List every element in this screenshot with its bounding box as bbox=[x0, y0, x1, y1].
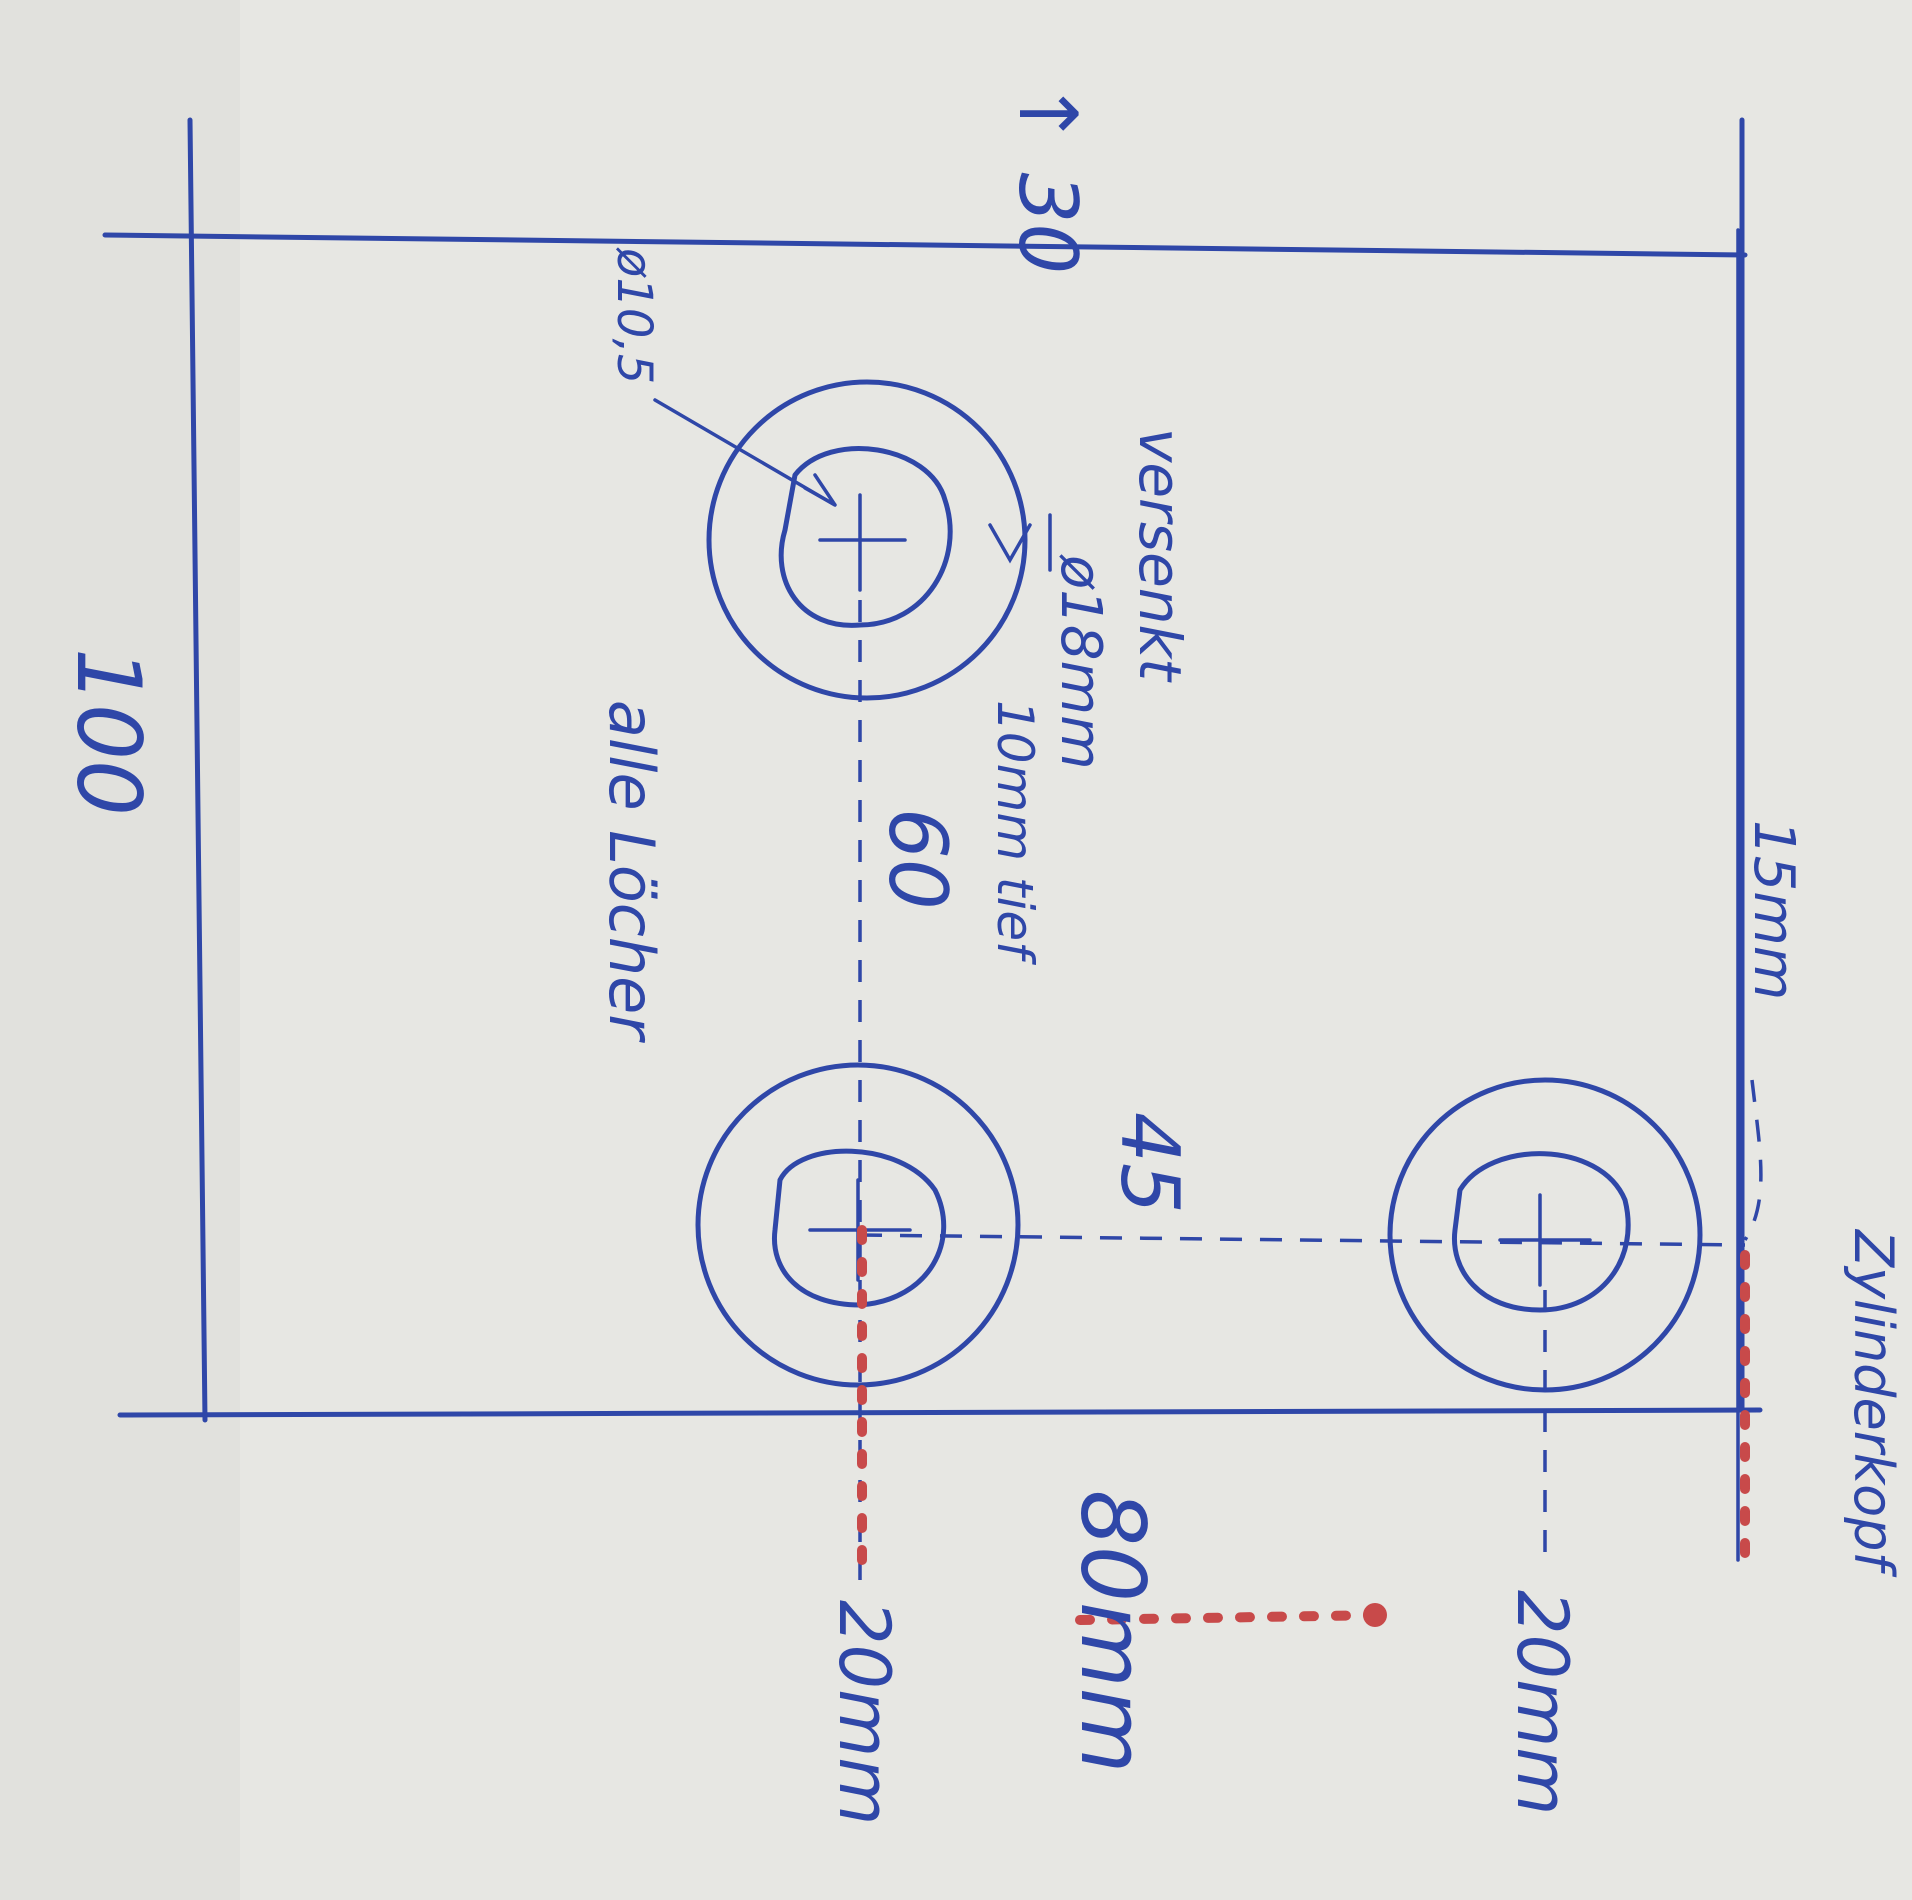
dim-top-edge: 15mm bbox=[1741, 820, 1806, 1000]
countersink-leader bbox=[988, 513, 1052, 572]
plate-left-edge bbox=[187, 117, 208, 1423]
dim-edge-left: 20mm bbox=[823, 1600, 905, 1825]
centerline-bottom-holes bbox=[859, 1233, 1746, 1247]
dim-edge-right: 20mm bbox=[1501, 1590, 1583, 1815]
countersink-label: versenkt bbox=[1126, 428, 1194, 683]
hole-diameter-leader bbox=[653, 398, 837, 507]
plate-outline bbox=[102, 117, 1763, 1562]
hole-circle bbox=[778, 446, 953, 628]
plate-bottom-edge bbox=[117, 1407, 1763, 1418]
countersink-circle bbox=[695, 1062, 1021, 1388]
dim-plate-height: 80mm bbox=[1061, 1490, 1164, 1773]
dim-hole-spacing-x: 45 bbox=[1103, 1112, 1196, 1214]
dim-hole-spacing-y: 60 bbox=[871, 808, 964, 910]
countersink-depth: 10mm tief bbox=[986, 700, 1044, 965]
leader-arrowhead bbox=[988, 523, 1032, 564]
dim-plate-width: 100 bbox=[57, 648, 160, 816]
all-holes-note: alle Löcher bbox=[595, 700, 668, 1043]
leader-arrowhead bbox=[803, 473, 837, 507]
plate-top-edge bbox=[102, 232, 1748, 258]
hole-circle bbox=[771, 1148, 947, 1308]
red-dot bbox=[1363, 1603, 1387, 1627]
cylinder-head-note: Zylinderkopf bbox=[1842, 1228, 1905, 1577]
countersink-circle bbox=[706, 379, 1028, 701]
hole-diameter: ø10,5 bbox=[606, 247, 662, 384]
hole-circle bbox=[1451, 1151, 1631, 1313]
countersink-diameter: ø18mm bbox=[1048, 554, 1113, 770]
plate-thickness: ↑ 30 bbox=[1001, 80, 1094, 274]
paper-shadow bbox=[0, 0, 240, 1900]
hole-top-left bbox=[706, 379, 1028, 701]
dim-15mm-leader bbox=[1743, 1079, 1763, 1241]
